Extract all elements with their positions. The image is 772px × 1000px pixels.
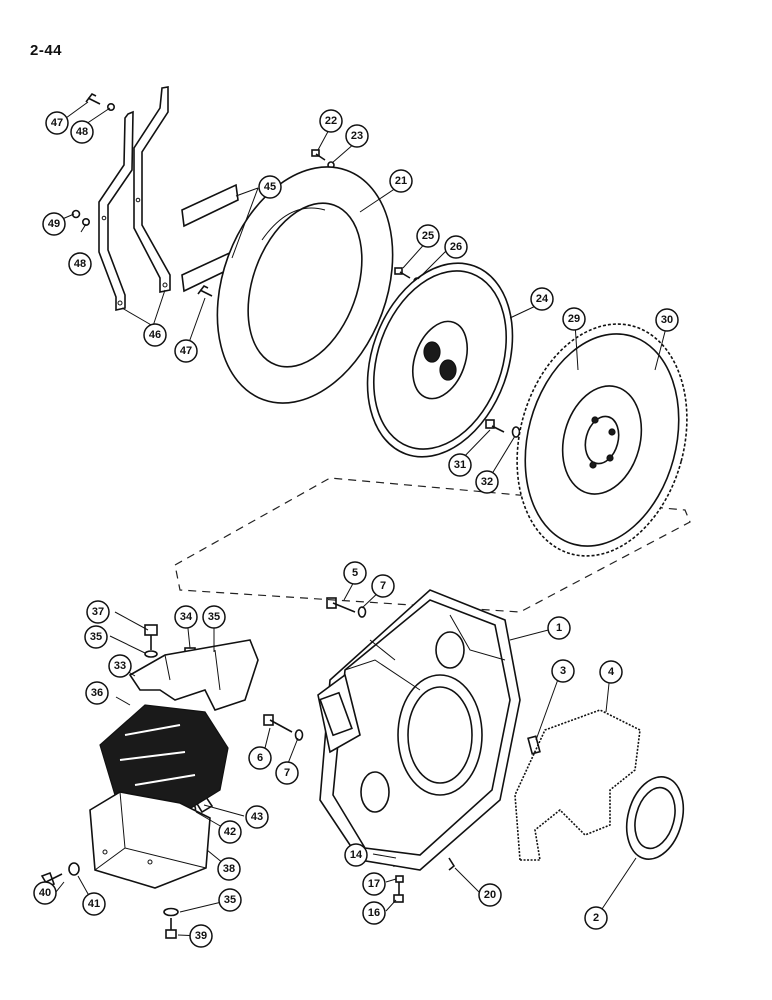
svg-text:47: 47 [180, 345, 192, 357]
callout-23: 23 [345, 124, 369, 148]
callout-41: 41 [82, 892, 106, 916]
callout-32: 32 [475, 470, 499, 494]
alignment-outline [174, 477, 691, 613]
callout-42: 42 [218, 820, 242, 844]
mount-cover [89, 791, 211, 889]
svg-text:30: 30 [661, 314, 673, 326]
flywheel-with-ring-gear [516, 323, 688, 557]
svg-text:41: 41 [88, 898, 100, 910]
svg-text:3: 3 [560, 665, 566, 677]
flywheel-housing [317, 589, 521, 871]
callout-35b: 35 [84, 625, 108, 649]
spacer-plates [181, 183, 239, 293]
callout-30: 30 [655, 308, 679, 332]
callout-45: 45 [258, 175, 282, 199]
callout-7a: 7 [371, 574, 395, 598]
svg-text:48: 48 [76, 126, 88, 138]
mounting-straps [98, 86, 171, 311]
callout-21: 21 [389, 169, 413, 193]
svg-text:23: 23 [351, 130, 363, 142]
callout-38: 38 [217, 857, 241, 881]
adapter-ring-plate [216, 166, 394, 404]
callout-29: 29 [562, 307, 586, 331]
svg-text:6: 6 [257, 752, 263, 764]
callout-1: 1 [547, 616, 571, 640]
svg-text:35: 35 [208, 611, 220, 623]
callout-39: 39 [189, 924, 213, 948]
callout-49: 49 [42, 212, 66, 236]
svg-text:22: 22 [325, 115, 337, 127]
svg-text:49: 49 [48, 218, 60, 230]
callout-43: 43 [245, 805, 269, 829]
callout-37: 37 [86, 600, 110, 624]
svg-text:7: 7 [380, 580, 386, 592]
svg-text:1: 1 [556, 622, 562, 634]
svg-text:33: 33 [114, 660, 126, 672]
svg-text:40: 40 [39, 887, 51, 899]
svg-text:2: 2 [593, 912, 599, 924]
callout-20: 20 [478, 883, 502, 907]
svg-text:24: 24 [536, 293, 549, 305]
callout-47b: 47 [174, 339, 198, 363]
svg-text:42: 42 [224, 826, 236, 838]
callout-4: 4 [599, 660, 623, 684]
svg-text:7: 7 [284, 767, 290, 779]
svg-text:37: 37 [92, 606, 104, 618]
callout-7b: 7 [275, 761, 299, 785]
svg-text:29: 29 [568, 313, 580, 325]
page-number: 2-44 [30, 42, 63, 59]
callout-22: 22 [319, 109, 343, 133]
engine-mount-bracket [128, 639, 259, 711]
callout-3: 3 [551, 659, 575, 683]
svg-text:35: 35 [224, 894, 236, 906]
svg-text:20: 20 [484, 889, 496, 901]
callout-2: 2 [584, 906, 608, 930]
svg-text:31: 31 [454, 459, 466, 471]
svg-text:4: 4 [608, 666, 615, 678]
svg-text:35: 35 [90, 631, 102, 643]
callout-16: 16 [362, 901, 386, 925]
callout-47a: 47 [45, 111, 69, 135]
svg-text:43: 43 [251, 811, 263, 823]
callout-34: 34 [174, 605, 198, 629]
svg-text:16: 16 [368, 907, 380, 919]
svg-text:36: 36 [91, 687, 103, 699]
svg-text:26: 26 [450, 241, 462, 253]
svg-text:38: 38 [223, 863, 235, 875]
svg-text:25: 25 [422, 230, 434, 242]
svg-text:14: 14 [350, 849, 363, 861]
callout-14: 14 [344, 843, 368, 867]
svg-text:46: 46 [149, 329, 161, 341]
callout-35a: 35 [202, 605, 226, 629]
callout-33: 33 [108, 654, 132, 678]
callout-36: 36 [85, 681, 109, 705]
callout-31: 31 [448, 453, 472, 477]
callout-48a: 48 [70, 120, 94, 144]
callout-35c: 35 [218, 888, 242, 912]
callout-46: 46 [143, 323, 167, 347]
svg-text:48: 48 [74, 258, 86, 270]
svg-text:34: 34 [180, 611, 193, 623]
svg-text:45: 45 [264, 181, 276, 193]
svg-text:32: 32 [481, 476, 493, 488]
callout-40: 40 [33, 881, 57, 905]
callout-6: 6 [248, 746, 272, 770]
callout-17: 17 [362, 872, 386, 896]
svg-text:21: 21 [395, 175, 407, 187]
svg-text:39: 39 [195, 930, 207, 942]
callout-5: 5 [343, 561, 367, 585]
gasket-and-seal [514, 709, 685, 861]
callout-26: 26 [444, 235, 468, 259]
callout-25: 25 [416, 224, 440, 248]
flex-plate [366, 262, 514, 458]
callout-24: 24 [530, 287, 554, 311]
svg-text:17: 17 [368, 878, 380, 890]
svg-text:5: 5 [352, 567, 358, 579]
callout-48b: 48 [68, 252, 92, 276]
svg-text:47: 47 [51, 117, 63, 129]
